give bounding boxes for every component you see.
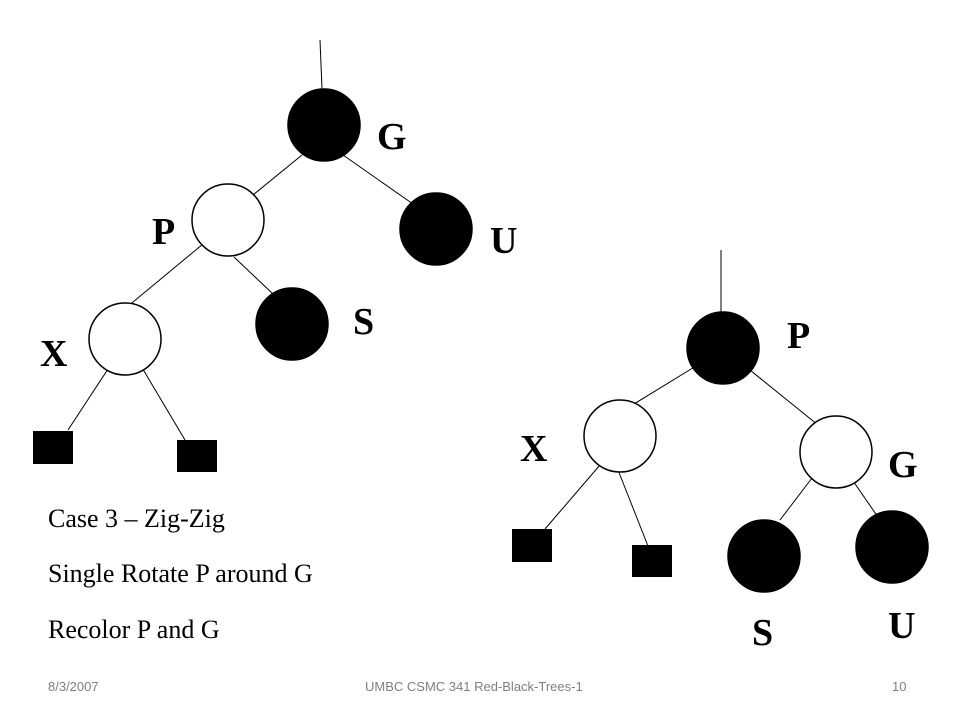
right-leaf-1 [512, 529, 552, 562]
right-label-s: S [752, 612, 774, 654]
left-label-p: P [152, 211, 176, 253]
left-label-x: X [40, 333, 68, 375]
left-edge-x-leaf1 [67, 365, 111, 431]
left-edge-x-leaf2 [140, 365, 186, 441]
left-root-edge [319, 39, 323, 90]
right-node-u [855, 510, 929, 584]
right-node-s [727, 519, 801, 593]
right-node-g [799, 415, 873, 489]
caption-case: Case 3 – Zig-Zig [48, 504, 225, 533]
left-node-g [287, 88, 361, 162]
left-tree-edges [67, 39, 414, 441]
right-label-x: X [520, 428, 548, 470]
right-tree-edges [544, 250, 881, 547]
right-node-p [686, 311, 760, 385]
left-edge-g-u [342, 154, 414, 205]
left-node-p [191, 183, 265, 257]
left-leaf-2 [177, 440, 217, 472]
right-label-g: G [888, 444, 918, 486]
footer-title: UMBC CSMC 341 Red-Black-Trees-1 [365, 679, 583, 694]
right-edge-g-u [850, 477, 881, 521]
left-edge-p-x [126, 243, 204, 308]
right-edge-g-s [779, 477, 813, 521]
left-leaf-1 [33, 431, 73, 464]
footer-page-number: 10 [892, 679, 907, 694]
left-node-x [88, 302, 162, 376]
right-node-x [583, 399, 657, 473]
left-label-g: G [377, 116, 407, 158]
left-label-s: S [353, 301, 375, 343]
right-edge-p-x [633, 365, 697, 405]
right-edge-x-leaf2 [617, 469, 649, 547]
left-node-s [255, 287, 329, 361]
right-label-u: U [888, 605, 916, 647]
left-label-u: U [490, 220, 518, 262]
caption-recolor: Recolor P and G [48, 615, 220, 644]
right-label-p: P [787, 315, 811, 357]
right-edge-p-g [744, 365, 819, 426]
left-edge-p-s [233, 256, 274, 295]
right-leaf-2 [632, 545, 672, 577]
left-node-u [399, 192, 473, 266]
right-edge-x-leaf1 [544, 464, 601, 530]
footer-date: 8/3/2007 [48, 679, 99, 694]
caption-rotate: Single Rotate P around G [48, 559, 313, 588]
left-edge-g-p [252, 154, 303, 196]
